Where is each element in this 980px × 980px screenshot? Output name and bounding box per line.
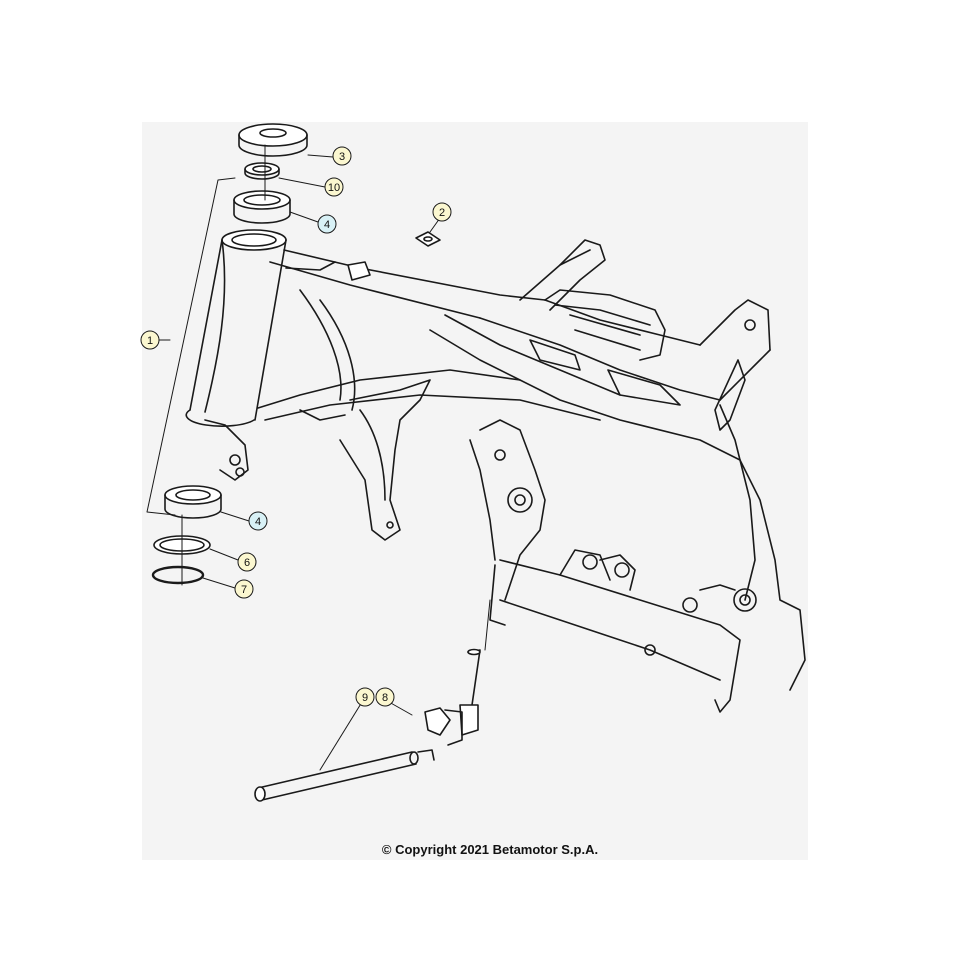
callout-label: 7	[241, 584, 247, 596]
copyright-text: © Copyright 2021 Betamotor S.p.A.	[381, 842, 599, 857]
callout-circle	[317, 214, 337, 234]
callout-label: 9	[362, 692, 368, 704]
callout-label: 6	[244, 557, 250, 569]
part-3-washer	[238, 123, 308, 157]
callout-c3: 3	[332, 146, 352, 166]
callout-c6: 6	[237, 552, 257, 572]
callout-c10: 10	[324, 177, 344, 197]
callout-circle	[375, 687, 395, 707]
part-9-tube	[254, 749, 435, 802]
callout-c1: 1	[140, 330, 160, 350]
part-4-bearing-upper	[233, 190, 291, 224]
callout-circle	[237, 552, 257, 572]
main-frame	[204, 239, 806, 713]
callout-label: 3	[339, 151, 345, 163]
callout-circle	[140, 330, 160, 350]
callout-c7: 7	[234, 579, 254, 599]
callout-c8: 8	[375, 687, 395, 707]
callout-c4b: 4	[248, 511, 268, 531]
part-7-ring	[151, 565, 205, 585]
callout-circle	[234, 579, 254, 599]
part-4-bearing-lower	[164, 485, 222, 519]
callout-circle	[324, 177, 344, 197]
callout-label: 8	[382, 692, 388, 704]
callout-circle	[355, 687, 375, 707]
callout-group: 1 2 3 4 4 6 7 8 9 10	[140, 146, 452, 707]
callout-c2: 2	[432, 202, 452, 222]
callout-circle	[432, 202, 452, 222]
callout-label: 4	[255, 516, 261, 528]
part-8-fitting	[424, 648, 481, 746]
callout-label: 1	[147, 335, 153, 347]
callout-c9: 9	[355, 687, 375, 707]
callout-label: 2	[439, 207, 445, 219]
leader-lines	[202, 154, 491, 771]
callout-circle	[332, 146, 352, 166]
part-2-nut	[415, 231, 441, 247]
callout-label: 10	[328, 182, 340, 194]
part-10-ring	[244, 162, 280, 180]
callout-c4a: 4	[317, 214, 337, 234]
head-tube	[185, 229, 287, 427]
callout-circle	[248, 511, 268, 531]
callout-label: 4	[324, 219, 330, 231]
